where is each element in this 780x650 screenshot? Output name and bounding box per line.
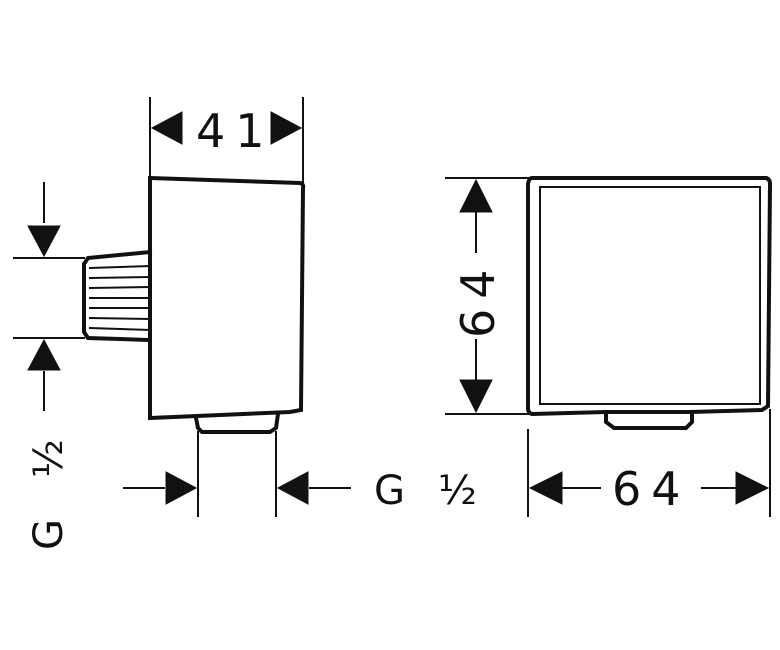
dimension-outlet-thread: G ½: [123, 431, 477, 517]
side-view-outlet: [193, 411, 281, 434]
front-view-outlet: [604, 410, 694, 430]
outlet-thread-size: ½: [438, 468, 477, 514]
dimension-64-height: 64: [445, 177, 529, 415]
front-view: 64 64: [445, 176, 773, 517]
dimension-64-width: 64: [527, 409, 771, 517]
inlet-thread-prefix: G: [26, 519, 72, 550]
dimension-41-label: 41: [196, 104, 275, 158]
dimension-64-height-label: 64: [451, 259, 505, 338]
side-view: 41 ½ G G ½: [13, 97, 477, 550]
side-view-body: [148, 175, 306, 421]
dimension-64-width-label: 64: [612, 462, 691, 516]
dimension-inlet-thread: ½ G: [13, 182, 85, 550]
inlet-thread: [82, 249, 153, 343]
front-view-body: [526, 176, 773, 417]
outlet-thread-prefix: G: [374, 468, 405, 514]
inlet-thread-size: ½: [26, 439, 72, 478]
dimension-41: 41: [149, 97, 304, 184]
